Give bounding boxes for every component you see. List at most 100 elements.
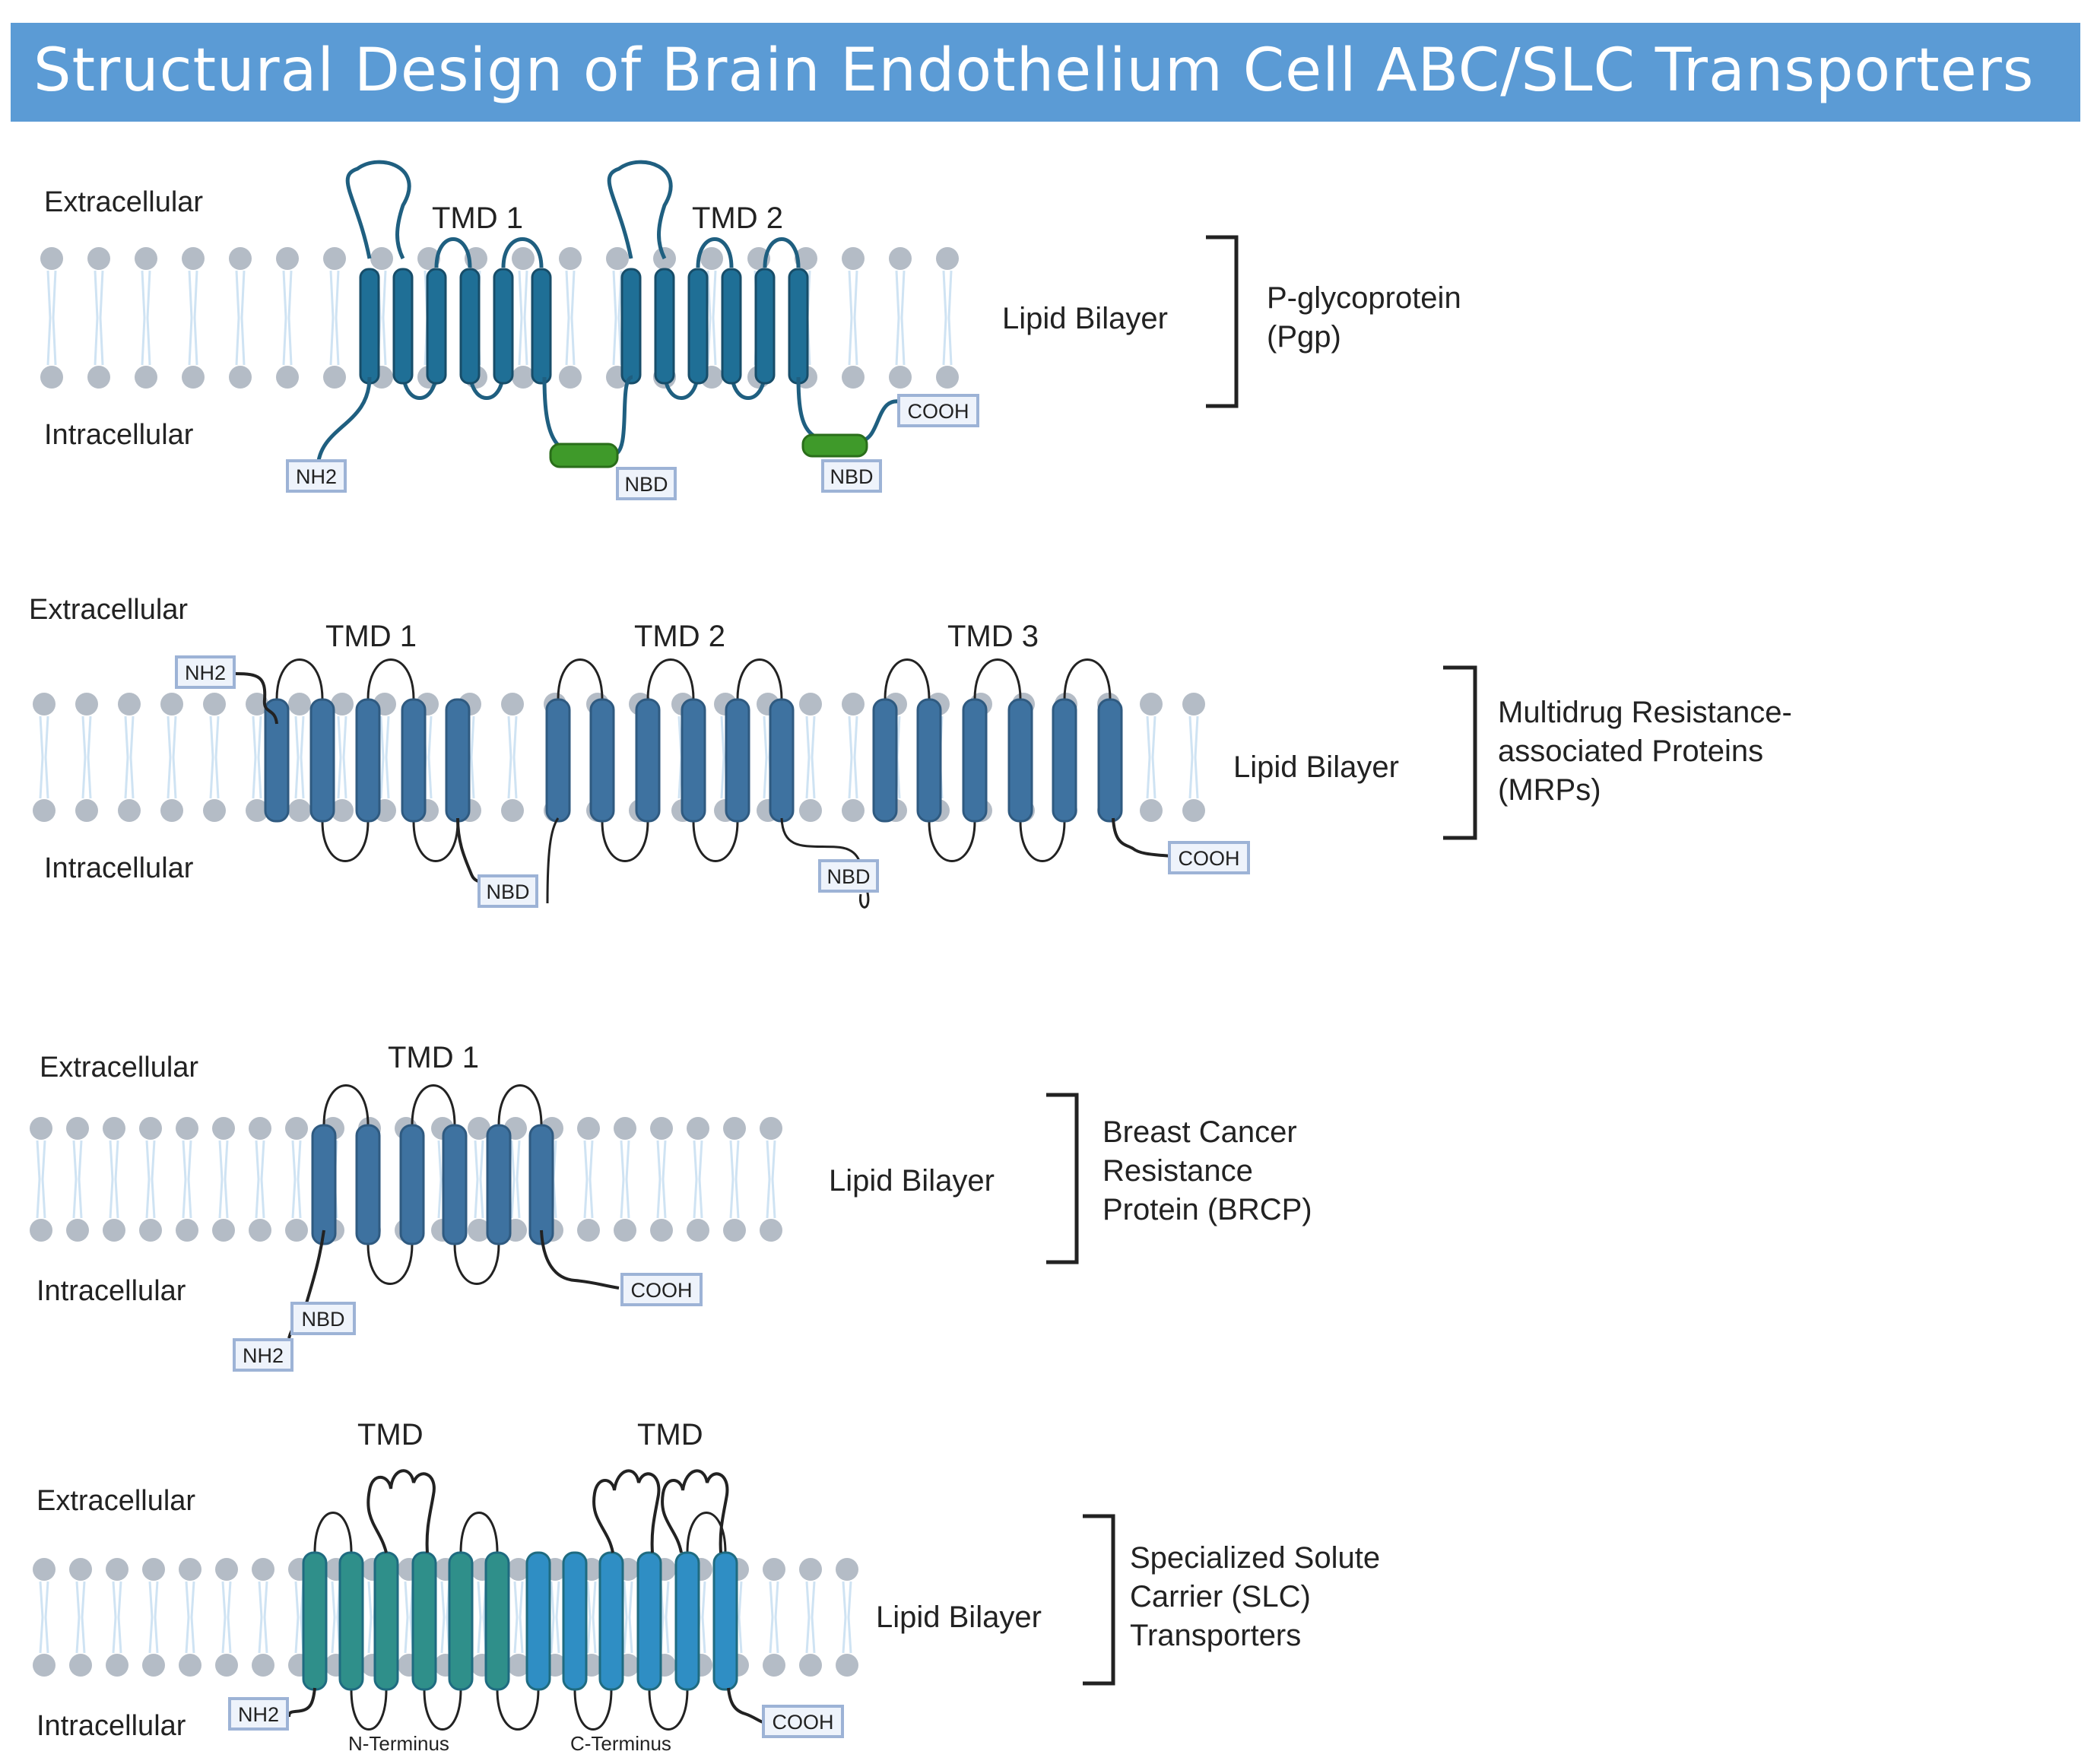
mrp-lipid-head xyxy=(1140,693,1163,715)
bcrp-lipid-tail xyxy=(145,1140,156,1219)
slc-lipid-tail xyxy=(586,1581,597,1654)
bcrp-lipid-tail xyxy=(620,1140,630,1219)
bcrp-lipid-head xyxy=(285,1219,308,1242)
mrp-lipid-head xyxy=(160,799,183,822)
slc-lipid-tail xyxy=(258,1581,268,1654)
pgp-cooh-tag: COOH xyxy=(897,394,979,427)
mrp-loop xyxy=(646,658,695,700)
slc-lipid-head xyxy=(507,1654,530,1677)
bcrp-lipid-head xyxy=(30,1219,52,1242)
pgp-lipid-head xyxy=(700,247,723,270)
slc-lipid-tail xyxy=(148,1581,159,1654)
mrp-loop xyxy=(557,658,604,700)
slc-loop xyxy=(423,1689,462,1731)
slc-helix xyxy=(525,1551,551,1691)
slc-helix xyxy=(338,1551,364,1691)
mrp-intracellular-label: Intracellular xyxy=(44,852,194,884)
svg-text:NBD: NBD xyxy=(826,865,870,888)
mrp-lipid-tail xyxy=(81,715,92,799)
pgp-extracellular-label: Extracellular xyxy=(44,186,203,218)
bcrp-intracellular-label: Intracellular xyxy=(36,1275,186,1307)
mrp-lipid-tail xyxy=(167,715,177,799)
slc-lipid-head xyxy=(69,1654,92,1677)
slc-loop xyxy=(648,1689,689,1731)
pgp-bilayer-label: Lipid Bilayer xyxy=(1002,302,1168,335)
svg-text:COOH: COOH xyxy=(908,400,969,423)
pgp-lipid-head xyxy=(889,247,912,270)
bcrp-lipid-head xyxy=(723,1219,746,1242)
pgp-lipid-tail xyxy=(282,270,293,366)
slc-lipid-head xyxy=(763,1558,785,1581)
svg-text:COOH: COOH xyxy=(1179,847,1240,870)
bcrp-lipid-head xyxy=(176,1117,198,1140)
slc-name-line-3: Transporters xyxy=(1130,1619,1301,1652)
pgp-lipid-head xyxy=(323,247,346,270)
pgp-lipid-tail xyxy=(188,270,198,366)
slc-lipid-head xyxy=(142,1558,165,1581)
svg-text:NBD: NBD xyxy=(301,1308,344,1331)
mrp-extracellular-label: Extracellular xyxy=(29,594,188,626)
pgp-lipid-tail xyxy=(612,270,623,366)
mrp-helix xyxy=(681,698,706,823)
slc-lipid-head xyxy=(799,1654,822,1677)
bcrp-lipid-tail xyxy=(182,1140,192,1219)
slc-name-line-2: Carrier (SLC) xyxy=(1130,1580,1311,1613)
pgp-helix xyxy=(620,268,642,385)
svg-text:NH2: NH2 xyxy=(185,662,226,684)
pgp-lipid-head xyxy=(87,366,110,389)
pgp-nbd-tag-2: NBD xyxy=(821,459,882,493)
bcrp-lipid-tail xyxy=(766,1140,776,1219)
svg-text:NH2: NH2 xyxy=(296,465,337,488)
mrp-loop xyxy=(321,820,370,862)
slc-lipid-head xyxy=(69,1558,92,1581)
slc-helix xyxy=(448,1551,474,1691)
svg-text:NBD: NBD xyxy=(624,473,668,496)
bcrp-lipid-head xyxy=(139,1219,162,1242)
slc-lipid-tail xyxy=(513,1581,524,1654)
mrp-helix xyxy=(962,698,988,823)
bcrp-lipid-head xyxy=(249,1117,271,1140)
mrp-lipid-tail xyxy=(1146,715,1156,799)
pgp-lipid-tail xyxy=(235,270,246,366)
slc-helix xyxy=(674,1551,700,1691)
pgp-tmd1-label: TMD 1 xyxy=(432,201,523,235)
pgp-lipid-head xyxy=(229,366,252,389)
pgp-lipid-head xyxy=(229,247,252,270)
mrp-loop xyxy=(884,658,931,700)
mrp-helix xyxy=(916,698,942,823)
mrp-lipid-head xyxy=(118,693,141,715)
mrp-helix xyxy=(264,698,290,823)
bcrp-cooh-tag: COOH xyxy=(620,1273,703,1306)
mrp-lipid-tail xyxy=(379,715,390,799)
mrp-lipid-tail xyxy=(1188,715,1199,799)
slc-loop xyxy=(459,1512,499,1553)
svg-text:COOH: COOH xyxy=(773,1711,834,1734)
mrp-helix xyxy=(1007,698,1033,823)
slc-lipid-head xyxy=(142,1654,165,1677)
bcrp-lipid-head xyxy=(577,1117,600,1140)
slc-lipid-tail xyxy=(769,1581,779,1654)
bcrp-lipid-head xyxy=(66,1219,89,1242)
pgp-lipid-head xyxy=(512,366,535,389)
pgp-lipid-head xyxy=(417,247,440,270)
pgp-lipid-tail xyxy=(518,270,528,366)
slc-lipid-head xyxy=(507,1558,530,1581)
mrp-lipid-tail xyxy=(39,715,49,799)
pgp-lipid-tail xyxy=(329,270,340,366)
slc-lipid-head xyxy=(252,1558,274,1581)
mrp-cooh-tag: COOH xyxy=(1168,841,1250,874)
pgp-lipid-head xyxy=(370,247,393,270)
slc-helix xyxy=(562,1551,588,1691)
pgp-lipid-tail xyxy=(848,270,858,366)
pgp-lipid-tail xyxy=(942,270,953,366)
mrp-lipid-head xyxy=(799,799,822,822)
svg-text:NBD: NBD xyxy=(830,465,873,488)
title-bar: Structural Design of Brain Endothelium C… xyxy=(11,23,2080,122)
pgp-helix xyxy=(392,268,414,385)
mrp-lipid-head xyxy=(501,693,524,715)
bcrp-helix xyxy=(486,1124,512,1245)
bcrp-lipid-head xyxy=(760,1219,782,1242)
mrp-lipid-head xyxy=(501,799,524,822)
pgp-lipid-tail xyxy=(46,270,57,366)
mrp-helix xyxy=(635,698,661,823)
